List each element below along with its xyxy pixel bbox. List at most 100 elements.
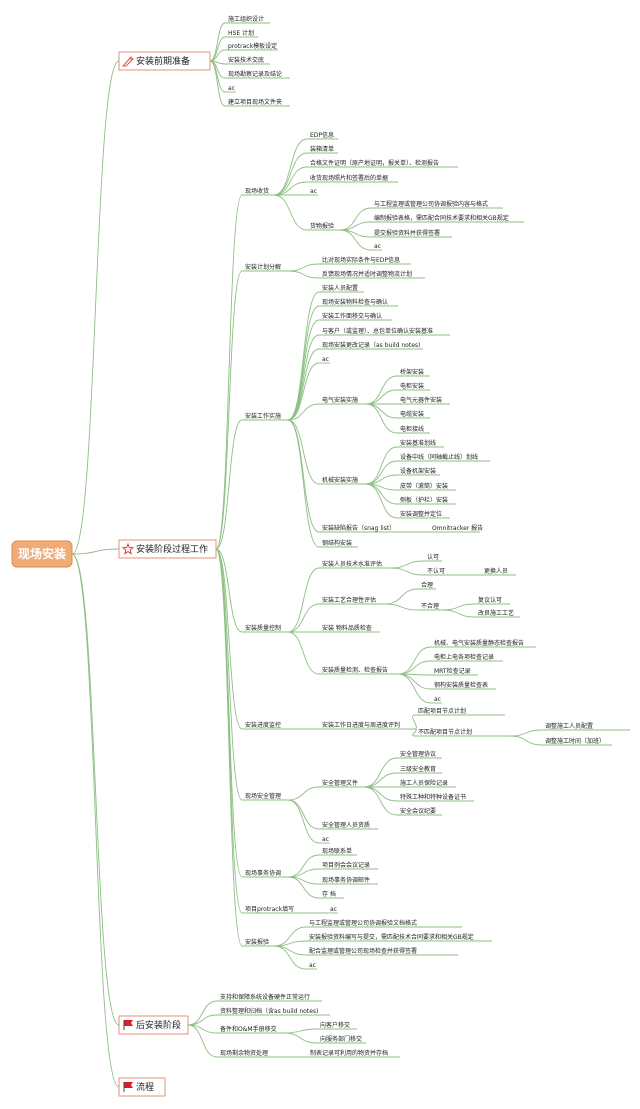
topic-node[interactable]: 与客户（或监理）、总包单位确认安装基准 bbox=[322, 327, 433, 335]
topic-node[interactable]: 现场安全管理 bbox=[245, 792, 281, 800]
topic-node[interactable]: 安全管理人员资质 bbox=[322, 821, 370, 829]
topic-node[interactable]: 提交报验资料并获得签署 bbox=[374, 229, 440, 237]
topic-node[interactable]: 安装工作面移交与确认 bbox=[322, 312, 382, 320]
topic-node[interactable]: 建立项目现场文件夹 bbox=[228, 98, 282, 106]
topic-node[interactable]: 机械安装实施 bbox=[322, 476, 358, 484]
topic-node[interactable]: 现场安装物料检查与确认 bbox=[322, 298, 388, 306]
topic-node[interactable]: 收货现场照片和签署后的单据 bbox=[310, 174, 388, 182]
topic-node[interactable]: 三级安全教育 bbox=[400, 765, 436, 773]
topic-node[interactable]: ac bbox=[322, 836, 329, 843]
topic-node[interactable]: 安装 物料品质检查 bbox=[322, 624, 372, 632]
topic-node[interactable]: 备件和O&M手册移交 bbox=[220, 1025, 277, 1033]
topic-node[interactable]: 电气安装实施 bbox=[322, 396, 358, 404]
topic-node[interactable]: 安装工艺合理性评估 bbox=[322, 596, 376, 604]
main-topic-box[interactable] bbox=[118, 51, 211, 71]
topic-node[interactable]: 皮带（滚筒）安装 bbox=[400, 482, 448, 490]
topic-node[interactable]: 合格文件证明（原产地证明，报关单）、检测报告 bbox=[310, 159, 439, 167]
topic-node[interactable]: 反馈现场情况并适时调整物流计划 bbox=[322, 270, 412, 278]
topic-node[interactable]: 安装质量检测、检查报告 bbox=[322, 666, 388, 674]
main-topic-label[interactable]: 安装阶段过程工作 bbox=[136, 543, 208, 555]
topic-node[interactable]: 安装质量控制 bbox=[245, 624, 281, 632]
topic-node[interactable]: 复议认可 bbox=[478, 596, 502, 604]
topic-node[interactable]: 安装进度监控 bbox=[245, 721, 281, 729]
topic-node[interactable]: 现场剩余物资处理 bbox=[220, 1049, 268, 1057]
topic-node[interactable]: 现场安装更改记录（as build notes) bbox=[322, 341, 420, 349]
topic-node[interactable]: 存 档 bbox=[322, 890, 336, 898]
topic-node[interactable]: 调整施工人员配置 bbox=[545, 722, 593, 730]
topic-node[interactable]: 安全管理协议 bbox=[400, 750, 436, 758]
topic-node[interactable]: 安装计划分解 bbox=[245, 263, 281, 271]
topic-node[interactable]: ac bbox=[310, 188, 317, 195]
topic-node[interactable]: 与工程监理或管理公司协调报验内容与格式 bbox=[374, 200, 488, 208]
topic-node[interactable]: 安装工作日进度与周进度评判 bbox=[322, 721, 400, 729]
topic-node[interactable]: 安装技术交底 bbox=[228, 56, 264, 64]
topic-node[interactable]: 现场事务协调 bbox=[245, 869, 281, 877]
topic-node[interactable]: 安装基准划线 bbox=[400, 439, 436, 447]
main-topic-label[interactable]: 后安装阶段 bbox=[136, 1019, 181, 1031]
topic-node[interactable]: 支持和保障系统设备硬件正常运行 bbox=[220, 993, 310, 1001]
topic-node[interactable]: 施工组织设计 bbox=[228, 15, 264, 23]
topic-node[interactable]: 设备机架安装 bbox=[400, 467, 436, 475]
topic-node[interactable]: ac bbox=[330, 906, 337, 913]
root-node-label[interactable]: 现场安装 bbox=[18, 546, 66, 561]
topic-node[interactable]: 电柜上电各项检查记录 bbox=[434, 653, 494, 661]
topic-node[interactable]: 钢构安装质量检查表 bbox=[434, 681, 488, 689]
topic-node[interactable]: 现场收货 bbox=[245, 187, 269, 195]
topic-node[interactable]: 电气元器件安装 bbox=[400, 396, 442, 404]
topic-node[interactable]: 特殊工种和特种设备证书 bbox=[400, 793, 466, 801]
topic-node[interactable]: 匹配项目节点计划 bbox=[418, 707, 466, 715]
topic-node[interactable]: 电缆安装 bbox=[400, 410, 424, 418]
topic-node[interactable]: 与工程监理或管理公司协调报验文档格式 bbox=[309, 919, 417, 927]
topic-node[interactable]: 安装工作实施 bbox=[245, 412, 281, 420]
topic-node[interactable]: ac bbox=[228, 85, 235, 92]
topic-node[interactable]: 认可 bbox=[427, 553, 439, 561]
topic-node[interactable]: 电柜接线 bbox=[400, 425, 424, 433]
topic-node[interactable]: MRT检查记录 bbox=[434, 667, 471, 675]
topic-node[interactable]: 安全管理文件 bbox=[322, 779, 358, 787]
topic-node[interactable]: ac bbox=[374, 243, 381, 250]
topic-node[interactable]: 项目protrack填写 bbox=[245, 905, 294, 913]
topic-node[interactable]: 安装报验 bbox=[245, 938, 269, 946]
topic-node[interactable]: 安装报验资料编写与提交，需匹配技术合同要求和相关GB规定 bbox=[309, 933, 474, 941]
topic-node[interactable]: 合理 bbox=[421, 581, 433, 589]
topic-node[interactable]: 安装缺陷报告（snag list） bbox=[322, 524, 395, 532]
topic-node[interactable]: 设备中线（同轴截止线）划线 bbox=[400, 453, 478, 461]
topic-node[interactable]: 不合理 bbox=[421, 602, 439, 610]
topic-node[interactable]: 电柜安装 bbox=[400, 382, 424, 390]
topic-node[interactable]: 桥架安装 bbox=[400, 368, 424, 376]
topic-node[interactable]: 现场事务协调邮件 bbox=[322, 876, 370, 884]
topic-node[interactable]: 安装调整并定位 bbox=[400, 510, 442, 518]
topic-node[interactable]: protrack模板设定 bbox=[228, 42, 277, 50]
topic-node[interactable]: 向客户移交 bbox=[320, 1021, 350, 1029]
topic-node[interactable]: 编制报验表格，需匹配合同技术要求和相关GB规定 bbox=[374, 214, 509, 222]
topic-node[interactable]: HSE 计划 bbox=[228, 29, 254, 37]
topic-node[interactable]: 安全会议纪要 bbox=[400, 807, 436, 815]
topic-node[interactable]: Omnitracker 报告 bbox=[432, 524, 483, 532]
topic-node[interactable]: 安装人员配置 bbox=[322, 284, 358, 292]
topic-node[interactable]: 制表记录可利用的物资并存档 bbox=[310, 1049, 388, 1057]
topic-node[interactable]: 更换人员 bbox=[484, 567, 508, 575]
topic-node[interactable]: 装箱清单 bbox=[310, 145, 334, 153]
topic-node[interactable]: 钢结构安装 bbox=[322, 539, 352, 547]
main-topic-label[interactable]: 流程 bbox=[136, 1081, 154, 1093]
main-topic-label[interactable]: 安装前期准备 bbox=[136, 55, 190, 67]
main-topic-box[interactable] bbox=[118, 1015, 189, 1035]
topic-node[interactable]: ac bbox=[322, 356, 329, 363]
main-topic-box[interactable] bbox=[118, 539, 217, 559]
topic-node[interactable]: 施工人员保险记录 bbox=[400, 779, 448, 787]
topic-node[interactable]: ac bbox=[309, 962, 316, 969]
topic-node[interactable]: 机械、电气安装质量静态检查报告 bbox=[434, 639, 524, 647]
topic-node[interactable]: 比对现场实际条件与EDP信息 bbox=[322, 256, 400, 264]
topic-node[interactable]: 不认可 bbox=[427, 567, 445, 575]
topic-node[interactable]: EDP信息 bbox=[310, 131, 334, 139]
topic-node[interactable]: 现场联系单 bbox=[322, 847, 352, 855]
topic-node[interactable]: 配合监理或管理公司现场检查并获得签署 bbox=[309, 947, 417, 955]
topic-node[interactable]: 改良施工工艺 bbox=[478, 609, 514, 617]
topic-node[interactable]: 现场勘察记录及结论 bbox=[228, 70, 282, 78]
topic-node[interactable]: 资料整理和归档（含as build notes) bbox=[220, 1007, 318, 1015]
topic-node[interactable]: 不匹配项目节点计划 bbox=[418, 728, 472, 736]
topic-node[interactable]: 向服务部门移交 bbox=[320, 1035, 362, 1043]
root-node-box[interactable] bbox=[11, 540, 73, 568]
topic-node[interactable]: 项目例会会议记录 bbox=[322, 861, 370, 869]
topic-node[interactable]: 侧板（护栏）安装 bbox=[400, 496, 448, 504]
